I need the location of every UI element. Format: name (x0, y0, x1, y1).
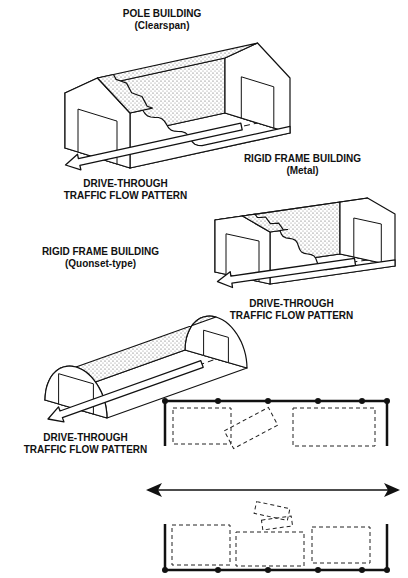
post (315, 398, 321, 404)
traffic-arrow (48, 361, 203, 422)
building-label: RIGID FRAME BUILDING (Quonset-type) (38, 246, 163, 270)
roof-cutaway (243, 214, 288, 232)
vehicle-outline (224, 407, 278, 448)
vehicle-outline (173, 408, 231, 444)
flow-caption: DRIVE-THROUGH TRAFFIC FLOW PATTERN (62, 178, 189, 202)
far-end-wall (225, 43, 290, 133)
post (265, 398, 271, 404)
building-label: POLE BUILDING (Clearspan) (112, 8, 212, 32)
vehicle-outline (293, 408, 375, 446)
arrowhead (146, 483, 162, 497)
flow-caption: DRIVE-THROUGH TRAFFIC FLOW PATTERN (22, 432, 149, 456)
vehicle-outline (261, 516, 292, 530)
post (162, 567, 168, 573)
vehicle-outline (236, 532, 304, 566)
post (215, 398, 221, 404)
post (215, 567, 221, 573)
far-end-wall (340, 198, 395, 266)
door-opening (241, 77, 273, 128)
arrowhead (384, 483, 400, 497)
post (384, 567, 390, 573)
plan-view (146, 398, 400, 573)
door-opening (204, 330, 229, 362)
building-label: RIGID FRAME BUILDING (Metal) (240, 153, 365, 177)
post (265, 567, 271, 573)
traffic-arrow (218, 258, 356, 287)
post (315, 567, 321, 573)
roof-cutaway (98, 75, 153, 114)
pole-building (65, 43, 290, 170)
wall (165, 524, 387, 570)
traffic-arrow (66, 123, 243, 170)
traffic-direction-arrow (148, 489, 398, 491)
vehicle-outline (172, 525, 230, 565)
door-opening (354, 218, 382, 263)
post (384, 398, 390, 404)
side-wall-cutaway (270, 231, 395, 284)
post (359, 567, 365, 573)
metal-building (215, 198, 395, 288)
post (359, 398, 365, 404)
quonset-building (45, 316, 247, 422)
flow-caption: DRIVE-THROUGH TRAFFIC FLOW PATTERN (228, 298, 355, 322)
vehicle-outline (254, 502, 290, 521)
vehicle-outline (312, 527, 370, 563)
wall (165, 401, 387, 446)
post (162, 398, 168, 404)
